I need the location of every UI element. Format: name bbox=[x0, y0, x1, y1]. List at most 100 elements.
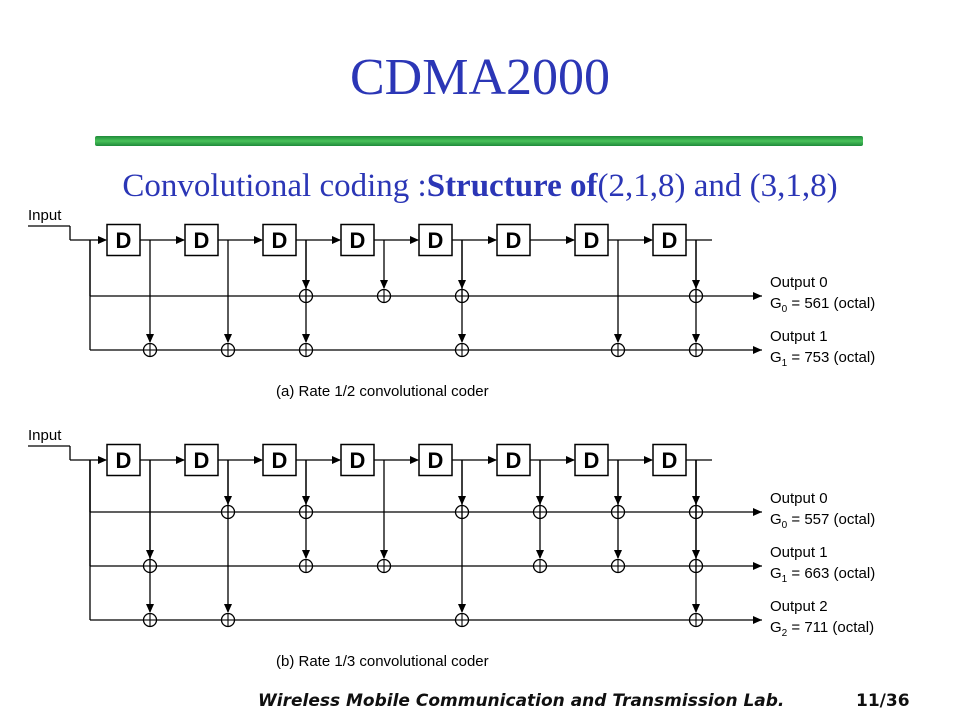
delay-box-6 bbox=[496, 443, 531, 477]
tap-arrow-1-7 bbox=[614, 334, 622, 343]
delay-label: D bbox=[194, 228, 210, 253]
xor-0-4 bbox=[376, 288, 392, 304]
tap-arrow-2-5 bbox=[458, 604, 466, 613]
chain-arrow-1 bbox=[176, 456, 185, 464]
xor-1-6 bbox=[532, 558, 548, 574]
tap-arrow-1-3 bbox=[302, 550, 310, 559]
subtitle-bold: Structure of bbox=[426, 168, 598, 204]
delay-box-5 bbox=[418, 443, 453, 477]
delay-box-5 bbox=[418, 223, 453, 257]
title-divider bbox=[95, 136, 863, 146]
generator-subscript: 0 bbox=[782, 304, 788, 315]
output-arrow-1 bbox=[753, 346, 762, 354]
chain-arrow-4 bbox=[410, 456, 419, 464]
generator-value: = 753 (octal) bbox=[787, 349, 875, 366]
delay-box-7 bbox=[574, 223, 609, 257]
generator-text-0: G0 = 561 (octal) bbox=[770, 295, 875, 315]
footer-lab-name: Wireless Mobile Communication and Transm… bbox=[258, 691, 785, 711]
coder-caption: (b) Rate 1/3 convolutional coder bbox=[276, 653, 489, 670]
tap-arrow-1-1 bbox=[146, 334, 154, 343]
xor-2-2 bbox=[220, 612, 236, 628]
subtitle-pre: Convolutional coding : bbox=[122, 168, 427, 204]
delay-box-8 bbox=[652, 443, 687, 477]
delay-box-4 bbox=[340, 443, 375, 477]
input-arrow bbox=[98, 236, 107, 244]
output-arrow-1 bbox=[753, 562, 762, 570]
tap-arrow-2-1 bbox=[146, 604, 154, 613]
generator-value: = 561 (octal) bbox=[787, 295, 875, 312]
chain-arrow-3 bbox=[332, 236, 341, 244]
output-arrow-2 bbox=[753, 616, 762, 624]
generator-symbol: G bbox=[770, 295, 782, 312]
tap-arrow-1-7 bbox=[614, 550, 622, 559]
tap-arrow-1-8 bbox=[692, 334, 700, 343]
output-label-0: Output 0 bbox=[770, 274, 828, 291]
input-label: Input bbox=[28, 427, 62, 444]
delay-label: D bbox=[194, 448, 210, 473]
chain-arrow-5 bbox=[488, 456, 497, 464]
delay-label: D bbox=[662, 228, 678, 253]
generator-subscript: 1 bbox=[782, 574, 788, 585]
output-arrow-0 bbox=[753, 508, 762, 516]
generator-symbol: G bbox=[770, 511, 782, 528]
tap-arrow-1-6 bbox=[536, 550, 544, 559]
chain-arrow-6 bbox=[566, 236, 575, 244]
delay-box-1 bbox=[106, 443, 141, 477]
page-number: 11/36 bbox=[856, 691, 910, 711]
chain-arrow-3 bbox=[332, 456, 341, 464]
tap-arrow-1-4 bbox=[380, 550, 388, 559]
delay-label: D bbox=[584, 228, 600, 253]
slide-subtitle: Convolutional coding :Structure of(2,1,8… bbox=[0, 168, 960, 205]
chain-arrow-2 bbox=[254, 236, 263, 244]
xor-1-7 bbox=[610, 558, 626, 574]
generator-symbol: G bbox=[770, 349, 782, 366]
xor-2-5 bbox=[454, 612, 470, 628]
output-arrow-0 bbox=[753, 292, 762, 300]
generator-symbol: G bbox=[770, 619, 782, 636]
tap-arrow-1-5 bbox=[458, 334, 466, 343]
generator-value: = 711 (octal) bbox=[787, 619, 874, 636]
chain-arrow-4 bbox=[410, 236, 419, 244]
delay-label: D bbox=[506, 448, 522, 473]
chain-arrow-1 bbox=[176, 236, 185, 244]
delay-label: D bbox=[272, 448, 288, 473]
generator-value: = 557 (octal) bbox=[787, 511, 875, 528]
generator-subscript: 1 bbox=[782, 358, 788, 369]
output-label-1: Output 1 bbox=[770, 328, 828, 345]
input-label: Input bbox=[28, 207, 62, 224]
delay-label: D bbox=[116, 448, 132, 473]
generator-value: = 663 (octal) bbox=[787, 565, 875, 582]
chain-arrow-5 bbox=[488, 236, 497, 244]
delay-box-3 bbox=[262, 443, 297, 477]
xor-1-7 bbox=[610, 342, 626, 358]
generator-text-1: G1 = 753 (octal) bbox=[770, 349, 875, 369]
tap-arrow-1-2 bbox=[224, 334, 232, 343]
generator-text-1: G1 = 663 (octal) bbox=[770, 565, 875, 585]
delay-label: D bbox=[428, 448, 444, 473]
subtitle-post: (2,1,8) and (3,1,8) bbox=[597, 168, 838, 204]
output-label-0: Output 0 bbox=[770, 490, 828, 507]
generator-subscript: 2 bbox=[782, 628, 788, 639]
delay-label: D bbox=[116, 228, 132, 253]
chain-arrow-2 bbox=[254, 456, 263, 464]
generator-subscript: 0 bbox=[782, 520, 788, 531]
chain-arrow-6 bbox=[566, 456, 575, 464]
chain-arrow-7 bbox=[644, 236, 653, 244]
delay-label: D bbox=[662, 448, 678, 473]
generator-text-2: G2 = 711 (octal) bbox=[770, 619, 874, 639]
delay-box-6 bbox=[496, 223, 531, 257]
delay-box-1 bbox=[106, 223, 141, 257]
xor-2-1 bbox=[142, 612, 158, 628]
xor-2-8 bbox=[688, 612, 704, 628]
xor-1-3 bbox=[298, 342, 314, 358]
xor-1-2 bbox=[220, 342, 236, 358]
xor-1-8 bbox=[688, 342, 704, 358]
delay-label: D bbox=[506, 228, 522, 253]
xor-1-4 bbox=[376, 558, 392, 574]
coder-caption: (a) Rate 1/2 convolutional coder bbox=[276, 383, 489, 400]
delay-label: D bbox=[428, 228, 444, 253]
generator-text-0: G0 = 557 (octal) bbox=[770, 511, 875, 531]
